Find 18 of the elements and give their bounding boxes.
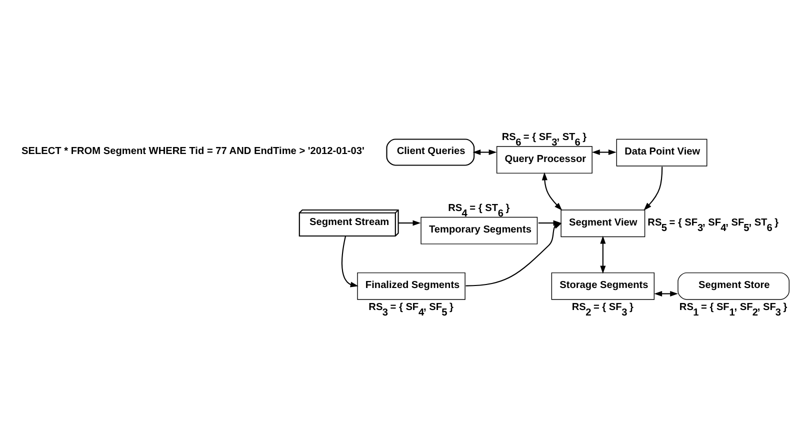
- label: SELECT * FROM Segment WHERE Tid = 77 AND EndTime > '2012-01-03': [22, 146, 364, 158]
- node-box: Storage Segments: [551, 272, 655, 300]
- node-box: Client Queries: [386, 138, 475, 166]
- arrow: [341, 236, 358, 288]
- arrow: [644, 166, 663, 210]
- arrow: [398, 220, 421, 226]
- node-box: Query Processor: [496, 146, 592, 174]
- arrow: [654, 290, 678, 297]
- arrow: [600, 236, 606, 274]
- node-box: Segment Store: [678, 272, 790, 300]
- node-box: Data Point View: [616, 138, 708, 166]
- arrow: [592, 149, 616, 156]
- arrow: [466, 223, 562, 286]
- node-box: Finalized Segments: [357, 272, 466, 300]
- node-box: Temporary Segments: [420, 216, 538, 244]
- node-box: Segment View: [560, 210, 646, 238]
- arrow: [542, 172, 562, 210]
- arrow: [472, 149, 497, 156]
